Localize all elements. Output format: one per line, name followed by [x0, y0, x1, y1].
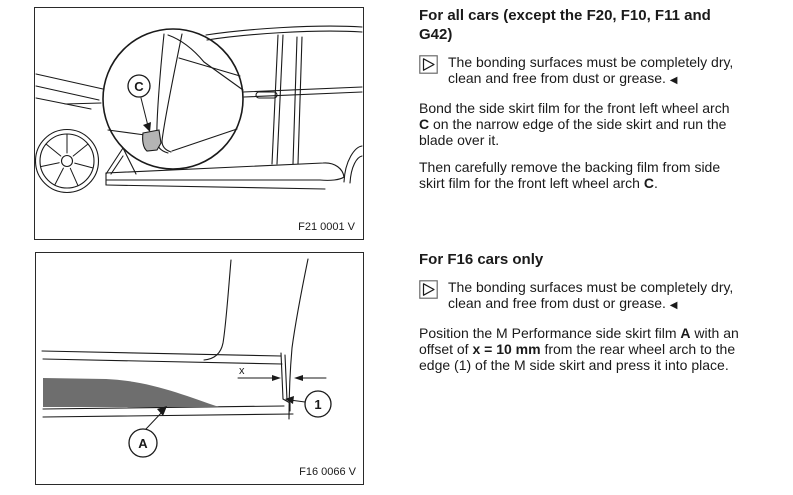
text-segment-bold: C — [643, 175, 654, 191]
note-sentence: The bonding surfaces must be completely … — [448, 279, 734, 311]
paragraph: Position the M Performance side skirt fi… — [419, 325, 740, 373]
text-segment-bold: A — [680, 325, 691, 341]
dimension-x: x — [237, 365, 327, 381]
svg-text:C: C — [134, 79, 144, 94]
text-segment: Bond the side skirt film for the front l… — [419, 100, 730, 116]
car-side-view-illustration: C F21 0001 V — [35, 25, 363, 233]
text-segment: on the narrow edge of the side skirt and… — [419, 116, 727, 148]
section-heading: For F16 cars only — [419, 251, 544, 268]
instruction-note-icon — [419, 280, 438, 299]
text-segment: Position the M Performance side skirt fi… — [419, 325, 681, 341]
end-marker-icon: ◀ — [669, 75, 678, 86]
end-marker-icon: ◀ — [669, 300, 678, 311]
figure-side-skirt-detail: x 1 A F16 0066 V — [35, 252, 364, 485]
section-f16-only: For F16 cars only The bonding surfaces m… — [419, 250, 749, 384]
text-segment-bold: C — [419, 116, 430, 132]
text-segment: with an offset of — [419, 325, 739, 357]
paragraph: Bond the side skirt film for the front l… — [419, 100, 740, 148]
text-segment-bold: x = 10 mm — [472, 341, 541, 357]
text-segment: from the rear wheel arch to the edge (1)… — [419, 341, 736, 373]
paragraph: Then carefully remove the backing film f… — [419, 159, 740, 191]
film-a — [43, 378, 219, 407]
note-text: The bonding surfaces must be completely … — [448, 279, 748, 314]
film-patch-c — [142, 129, 162, 152]
magnifier-circle — [102, 28, 244, 170]
text-segment: . — [653, 175, 658, 191]
figure-caption: F21 0001 V — [298, 221, 356, 233]
svg-text:x: x — [239, 365, 245, 377]
note-sentence: The bonding surfaces must be completely … — [448, 54, 734, 86]
front-wheel — [35, 128, 100, 194]
figure-car-side-view: C F21 0001 V — [34, 7, 364, 240]
section-heading: For all cars (except the F20, F10, F11 a… — [419, 7, 711, 43]
bonding-note: The bonding surfaces must be completely … — [419, 279, 749, 314]
section-all-cars: For all cars (except the F20, F10, F11 a… — [419, 6, 749, 202]
bonding-note: The bonding surfaces must be completely … — [419, 54, 749, 89]
svg-text:A: A — [138, 436, 148, 451]
figure-caption: F16 0066 V — [299, 466, 357, 478]
text-segment: Then carefully remove the backing film f… — [419, 159, 721, 191]
svg-text:1: 1 — [314, 397, 321, 412]
side-skirt-detail-illustration: x 1 A F16 0066 V — [41, 258, 357, 478]
label-c: C — [127, 74, 151, 132]
label-a: A — [128, 406, 167, 458]
label-1: 1 — [285, 390, 332, 418]
instruction-note-icon — [419, 55, 438, 74]
door-handle — [255, 91, 278, 99]
note-text: The bonding surfaces must be completely … — [448, 54, 748, 89]
